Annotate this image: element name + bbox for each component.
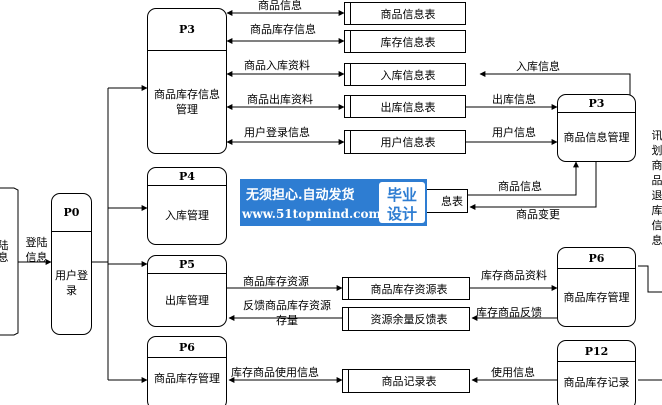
watermark-logo: 无须担心.自动发货 www.51topmind.com 毕业 设计 — [240, 179, 427, 226]
store-balance-feedback: 资源余量反馈表 — [342, 307, 470, 331]
process-id: P0 — [52, 194, 91, 232]
store-stock-resource: 商品库存资源表 — [342, 277, 470, 300]
label-goods-info: 商品信息 — [258, 0, 302, 12]
process-id: P3 — [558, 95, 635, 113]
label-stock-feedback: 库存商品反馈 — [476, 306, 542, 319]
store-goods-record: 商品记录表 — [342, 369, 470, 393]
process-id: P6 — [558, 248, 635, 269]
flow-goods-info-up — [468, 161, 579, 196]
process-name: 商品库存记录 — [563, 375, 630, 389]
label-feedback-stock: 反馈商品库存资源存量 — [243, 299, 331, 327]
left-edge-fragment: 陆息 — [0, 239, 9, 264]
watermark-badge-1: 毕业 — [386, 186, 417, 204]
process-name: 用户登录 — [55, 269, 88, 297]
process-p3-left: P3 商品库存信息管理 — [147, 8, 227, 154]
label-user-info-out: 用户信息 — [492, 126, 536, 139]
store-label: 入库信息表 — [380, 68, 436, 82]
store-label: 商品信息表 — [380, 7, 436, 21]
label-login-to-p0: 登陆信息 — [25, 236, 48, 264]
store-user-info: 用户信息表 — [344, 130, 466, 154]
process-p4: P4 入库管理 — [147, 167, 227, 245]
label-inbound-out: 入库信息 — [516, 60, 560, 73]
right-edge-to-p6 — [638, 265, 662, 293]
label-goods-change: 商品变更 — [516, 208, 560, 221]
label-outbound-out: 出库信息 — [492, 93, 536, 106]
label-stock-info: 商品库存信息 — [250, 23, 316, 36]
watermark-badge: 毕业 设计 — [379, 182, 425, 223]
flow-inbound-to-store — [479, 71, 631, 98]
label-outbound-data: 商品出库资料 — [247, 93, 313, 106]
store-label: 用户信息表 — [380, 136, 436, 149]
left-external-entity — [0, 187, 19, 336]
right-edge-fragment: 讯划商品退库信息 — [651, 129, 662, 247]
store-label: 商品记录表 — [381, 375, 437, 388]
watermark-badge-2: 设计 — [386, 205, 417, 223]
process-name: 入库管理 — [165, 208, 209, 222]
store-outbound-info: 出库信息表 — [344, 95, 466, 118]
label-stock-usage: 库存商品使用信息 — [231, 366, 319, 379]
store-inbound-info: 入库信息表 — [344, 63, 466, 86]
label-login-info: 用户登录信息 — [244, 126, 310, 139]
label-goods-info-2: 商品信息 — [498, 180, 542, 193]
store-label: 资源余量反馈表 — [370, 313, 448, 326]
process-p3-right: P3 商品信息管理 — [557, 94, 636, 162]
process-p6-right: P6 商品库存管理 — [557, 247, 636, 327]
flow-goods-change — [469, 162, 597, 210]
store-goods-info: 商品信息表 — [344, 2, 466, 25]
process-p0: P0 用户登录 — [51, 193, 92, 335]
process-id: P3 — [148, 9, 226, 51]
process-id: P5 — [148, 256, 226, 274]
process-p12: P12 商品库存记录 — [557, 340, 636, 405]
process-id: P6 — [148, 337, 226, 358]
process-id: P4 — [148, 168, 226, 186]
process-id: P12 — [558, 341, 635, 362]
store-label: 商品库存资源表 — [370, 282, 448, 296]
store-label: 库存信息表 — [380, 35, 436, 49]
label-usage-info: 使用信息 — [491, 366, 535, 379]
process-name: 商品库存管理 — [563, 291, 630, 304]
watermark-line-1: 无须担心.自动发货 — [246, 188, 355, 203]
label-inbound-data: 商品入库资料 — [244, 59, 310, 72]
label-stock-resource-in: 商品库存资源 — [243, 275, 309, 288]
store-label: 出库信息表 — [380, 100, 436, 114]
label-stock-goods-res: 库存商品资料 — [481, 269, 547, 282]
store-stock-info: 库存信息表 — [344, 30, 466, 53]
watermark-line-2: www.51topmind.com — [242, 207, 382, 221]
process-p5: P5 出库管理 — [147, 255, 227, 327]
process-name: 商品库存管理 — [154, 371, 220, 385]
process-name: 出库管理 — [165, 293, 209, 307]
process-name: 商品信息管理 — [563, 130, 630, 144]
process-name: 商品库存信息管理 — [154, 88, 220, 116]
process-p6-bottom: P6 商品库存管理 — [147, 336, 227, 405]
store-label: 息表 — [441, 195, 463, 208]
